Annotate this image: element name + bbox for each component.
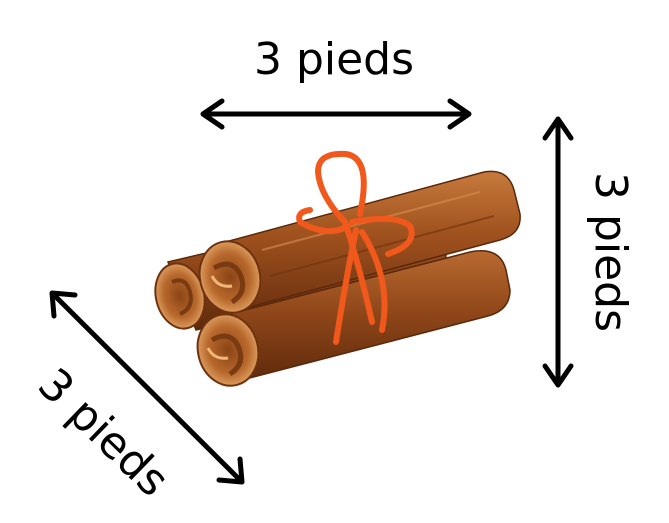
depth-arrow: [49, 290, 245, 485]
width-label: 3 pieds: [253, 34, 415, 85]
string-bow-icon: [296, 150, 415, 345]
height-arrow: [542, 116, 574, 388]
cinnamon-sticks-icon: [154, 150, 521, 387]
height-label: 3 pieds: [585, 171, 636, 333]
width-arrow: [200, 98, 472, 130]
